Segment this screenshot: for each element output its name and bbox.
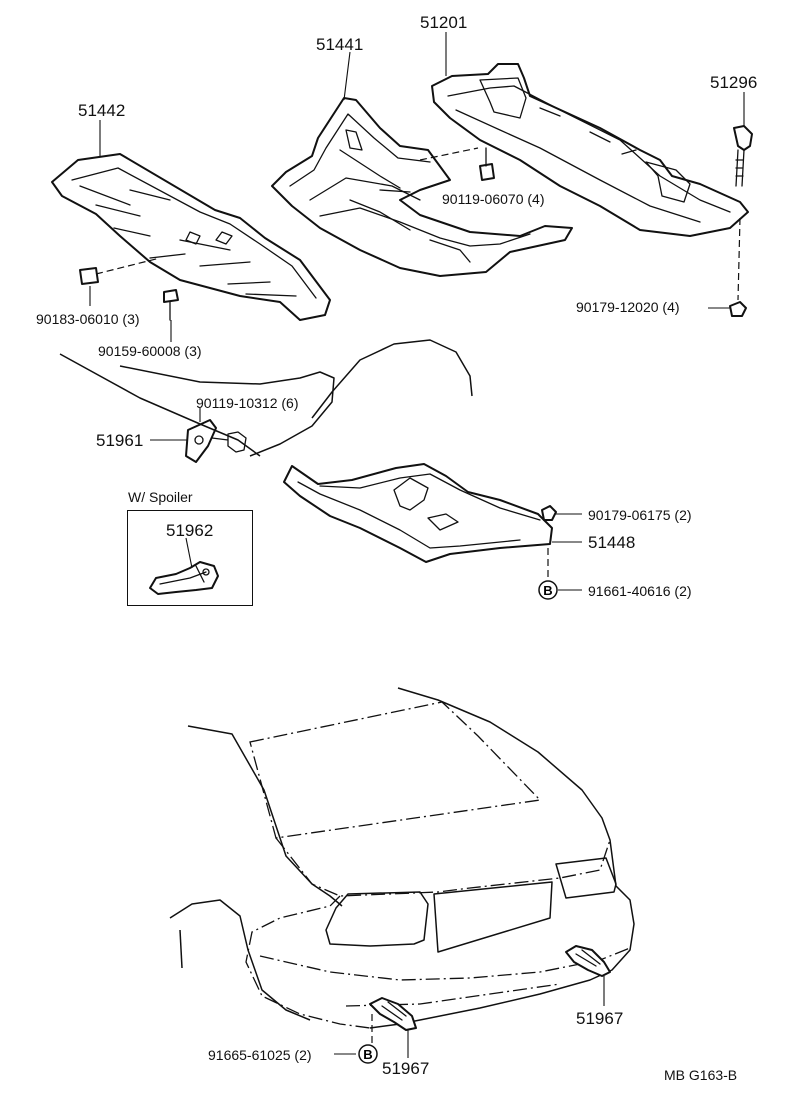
crossmember-51201 (431, 63, 749, 237)
leader-lines-upper (89, 32, 745, 591)
svg-text:B: B (363, 1047, 372, 1062)
bracket-51962 (149, 561, 219, 595)
label-90183-06010: 90183-06010 (3) (36, 311, 140, 327)
label-90179-12020: 90179-12020 (4) (576, 299, 680, 315)
label-51962: 51962 (166, 521, 214, 540)
svg-text:B: B (543, 583, 552, 598)
car-rear-view (169, 687, 635, 1029)
label-51441: 51441 (316, 35, 364, 54)
label-51967-right: 51967 (576, 1009, 624, 1028)
spoiler-inset-box (127, 510, 253, 606)
label-spoiler-title: W/ Spoiler (128, 489, 193, 505)
label-51201: 51201 (420, 13, 468, 32)
diagram-code: MB G163-B (664, 1067, 738, 1083)
bracket-51967-right (565, 945, 611, 1006)
fasteners-upper (79, 147, 747, 521)
under-cover-51441 (271, 97, 573, 277)
label-51967-left: 51967 (382, 1059, 430, 1078)
label-51961: 51961 (96, 431, 144, 450)
bracket-51967-left (334, 997, 417, 1058)
label-90119-10312: 90119-10312 (6) (196, 395, 299, 411)
under-cover-51442 (51, 153, 331, 321)
marker-b-upper: B (538, 580, 558, 600)
label-90179-06175: 90179-06175 (2) (588, 507, 692, 523)
label-51296: 51296 (710, 73, 758, 92)
marker-b-lower: B (358, 1044, 378, 1064)
under-cover-51448 (283, 463, 553, 563)
label-90119-06070: 90119-06070 (4) (442, 191, 545, 207)
label-91665-61025: 91665-61025 (2) (208, 1047, 312, 1063)
label-91661-40616: 91661-40616 (2) (588, 583, 692, 599)
bracket-51961 (185, 419, 247, 463)
label-51442: 51442 (78, 101, 126, 120)
label-51448: 51448 (588, 533, 636, 552)
vehicle-body-outline-upper (59, 339, 473, 457)
bolt-51296 (733, 125, 753, 187)
label-90159-60008: 90159-60008 (3) (98, 343, 202, 359)
